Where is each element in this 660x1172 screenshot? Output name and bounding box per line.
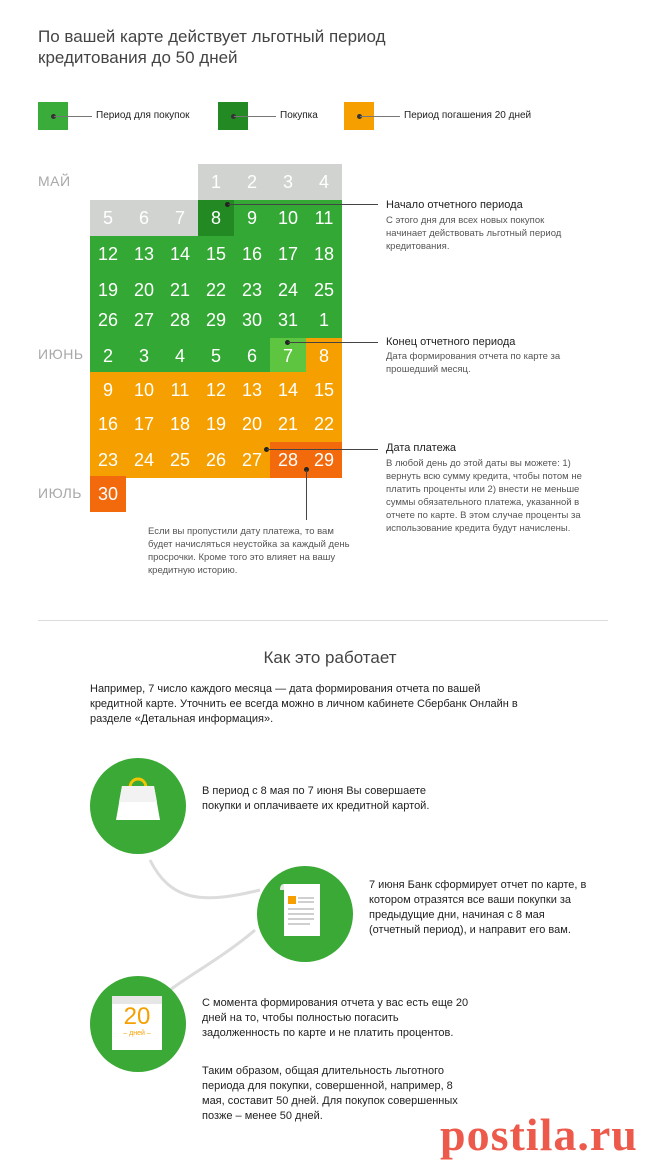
calendar-day: 10 bbox=[126, 372, 162, 408]
calendar-day: 7 bbox=[162, 200, 198, 236]
calendar-day: 24 bbox=[126, 442, 162, 478]
calendar-day: 27 bbox=[126, 302, 162, 338]
legend-label-repayment: Период погашения 20 дней bbox=[404, 110, 532, 121]
legend-dot bbox=[231, 114, 236, 119]
note-penalty-text: Если вы пропустили дату платежа, то вам … bbox=[148, 526, 350, 576]
month-label-may: МАЙ bbox=[38, 173, 71, 189]
note-payment-text: В любой день до этой даты вы можете: 1) … bbox=[386, 458, 582, 534]
watermark-logo: postila.ru bbox=[440, 1109, 638, 1160]
calendar-day: 11 bbox=[306, 200, 342, 236]
calendar-day: 1 bbox=[306, 302, 342, 338]
calendar-day: 10 bbox=[270, 200, 306, 236]
calendar-day: 18 bbox=[162, 406, 198, 442]
callout-dot bbox=[304, 467, 309, 472]
calendar-day: 8 bbox=[306, 338, 342, 374]
calendar-day: 2 bbox=[234, 164, 270, 200]
calendar-icon-label: – дней – bbox=[123, 1030, 151, 1037]
section-heading: Как это работает bbox=[263, 648, 397, 667]
month-label-july: ИЮЛЬ bbox=[38, 485, 82, 501]
calendar-day: 30 bbox=[234, 302, 270, 338]
legend-line bbox=[360, 116, 400, 117]
calendar-day: 17 bbox=[126, 406, 162, 442]
note-payment-title: Дата платежа bbox=[386, 442, 457, 454]
calendar-day: 25 bbox=[162, 442, 198, 478]
legend-dot bbox=[357, 114, 362, 119]
calendar-day: 28 bbox=[162, 302, 198, 338]
callout-line bbox=[288, 342, 378, 343]
legend-line bbox=[54, 116, 92, 117]
step2-text: 7 июня Банк сформирует отчет по карте, в… bbox=[369, 879, 587, 936]
calendar-day: 15 bbox=[198, 236, 234, 272]
calendar-day: 13 bbox=[126, 236, 162, 272]
calendar-day: 14 bbox=[270, 372, 306, 408]
callout-dot bbox=[285, 340, 290, 345]
calendar-day: 12 bbox=[198, 372, 234, 408]
calendar-day: 2 bbox=[90, 338, 126, 374]
calendar-day: 9 bbox=[90, 372, 126, 408]
calendar-icon: 20 – дней – bbox=[112, 996, 162, 1050]
calendar-day: 21 bbox=[270, 406, 306, 442]
step3-summary: Таким образом, общая длительность льготн… bbox=[202, 1065, 458, 1122]
calendar-day: 19 bbox=[198, 406, 234, 442]
callout-line bbox=[267, 449, 378, 450]
calendar-day-payment: 28 bbox=[270, 442, 306, 478]
step3-text: С момента формирования отчета у вас есть… bbox=[202, 997, 469, 1039]
note-end-title: Конец отчетного периода bbox=[386, 336, 516, 348]
legend-dot bbox=[51, 114, 56, 119]
calendar-day: 16 bbox=[90, 406, 126, 442]
calendar-day: 18 bbox=[306, 236, 342, 272]
calendar-day: 4 bbox=[162, 338, 198, 374]
calendar-icon-top bbox=[112, 996, 162, 1004]
calendar-day: 26 bbox=[198, 442, 234, 478]
note-start-text: С этого дня для всех новых покупок начин… bbox=[386, 215, 562, 252]
calendar-day: 6 bbox=[126, 200, 162, 236]
calendar-day: 23 bbox=[90, 442, 126, 478]
calendar-day: 22 bbox=[306, 406, 342, 442]
calendar-day: 9 bbox=[234, 200, 270, 236]
note-start-title: Начало отчетного периода bbox=[386, 199, 523, 211]
calendar-day: 12 bbox=[90, 236, 126, 272]
calendar-day: 16 bbox=[234, 236, 270, 272]
section-divider bbox=[38, 620, 608, 621]
calendar-day: 13 bbox=[234, 372, 270, 408]
calendar-day: 26 bbox=[90, 302, 126, 338]
calendar-day: 5 bbox=[198, 338, 234, 374]
intro-text: Например, 7 число каждого месяца — дата … bbox=[90, 683, 518, 725]
legend-line bbox=[234, 116, 276, 117]
callout-line bbox=[228, 204, 378, 205]
page-title: По вашей карте действует льготный период… bbox=[38, 27, 386, 67]
calendar-day: 3 bbox=[270, 164, 306, 200]
calendar-day: 11 bbox=[162, 372, 198, 408]
calendar-day-overdue: 30 bbox=[90, 476, 126, 512]
note-end-text: Дата формирования отчета по карте за про… bbox=[386, 351, 561, 375]
callout-line bbox=[306, 470, 307, 520]
calendar-day: 6 bbox=[234, 338, 270, 374]
calendar-day: 1 bbox=[198, 164, 234, 200]
shopping-bag-icon bbox=[116, 777, 160, 820]
calendar-icon-number: 20 bbox=[123, 1003, 151, 1030]
legend-label-purchase: Покупка bbox=[280, 110, 318, 121]
month-label-june: ИЮНЬ bbox=[38, 346, 84, 362]
calendar-day: 15 bbox=[306, 372, 342, 408]
calendar-day: 31 bbox=[270, 302, 306, 338]
calendar-day: 29 bbox=[198, 302, 234, 338]
step1-text: В период с 8 мая по 7 июня Вы совершаете… bbox=[202, 785, 430, 812]
calendar-day-payment: 29 bbox=[306, 442, 342, 478]
calendar-day: 3 bbox=[126, 338, 162, 374]
callout-dot bbox=[225, 202, 230, 207]
calendar-day: 20 bbox=[234, 406, 270, 442]
document-icon bbox=[280, 884, 320, 936]
callout-dot bbox=[264, 447, 269, 452]
calendar-day: 14 bbox=[162, 236, 198, 272]
legend-label-purchase-period: Период для покупок bbox=[96, 110, 190, 121]
calendar-day: 17 bbox=[270, 236, 306, 272]
calendar-day: 4 bbox=[306, 164, 342, 200]
calendar-day: 5 bbox=[90, 200, 126, 236]
